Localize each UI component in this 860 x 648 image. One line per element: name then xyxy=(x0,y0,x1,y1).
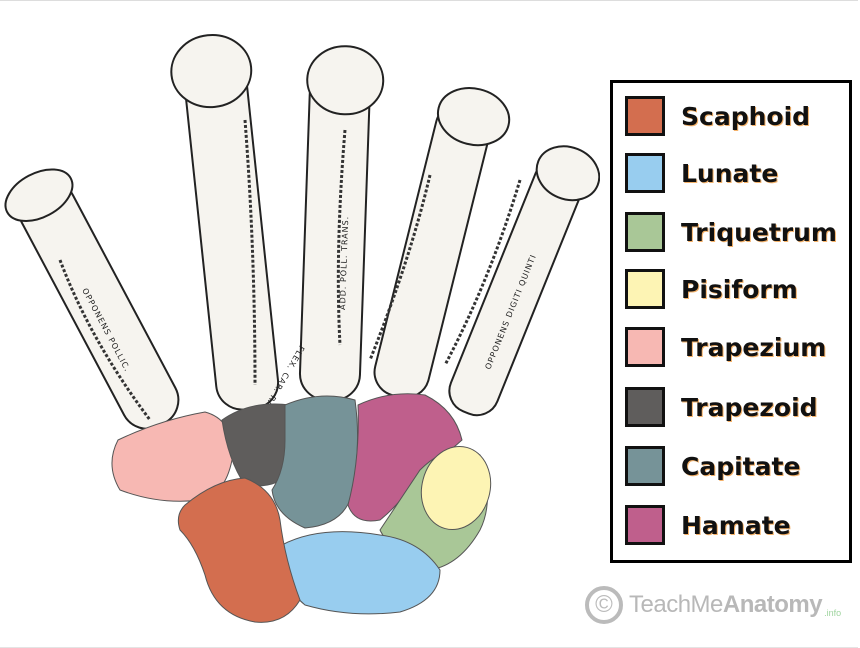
copyright-icon: © xyxy=(585,586,623,624)
legend-item-pisiform: Pisiform xyxy=(625,269,798,309)
watermark: © TeachMeAnatomy .info xyxy=(585,586,841,624)
legend-item-trapezoid: Trapezoid xyxy=(625,387,818,427)
metacarpal-index xyxy=(170,34,280,411)
swatch-scaphoid xyxy=(625,96,665,136)
swatch-trapezoid xyxy=(625,387,665,427)
legend: Scaphoid Lunate Triquetrum Pisiform Trap… xyxy=(610,80,852,563)
pisiform-bone xyxy=(420,445,492,531)
legend-label: Scaphoid xyxy=(681,101,811,131)
legend-item-capitate: Capitate xyxy=(625,446,800,486)
legend-item-triquetrum: Triquetrum xyxy=(625,212,837,252)
swatch-capitate xyxy=(625,446,665,486)
swatch-trapezium xyxy=(625,327,665,367)
legend-label: Hamate xyxy=(681,510,791,540)
legend-label: Triquetrum xyxy=(681,217,837,247)
metacarpal-ring xyxy=(373,87,511,399)
watermark-prefix: TeachMe xyxy=(629,591,723,618)
capitate-bone xyxy=(271,395,359,529)
legend-label: Capitate xyxy=(681,451,801,481)
lunate-bone xyxy=(281,531,441,615)
legend-label: Trapezoid xyxy=(681,392,818,422)
legend-label: Pisiform xyxy=(681,274,798,304)
legend-item-lunate: Lunate xyxy=(625,153,778,193)
metacarpal-middle xyxy=(298,45,385,402)
swatch-triquetrum xyxy=(625,212,665,252)
watermark-suffix: .info xyxy=(824,608,842,618)
metacarpal-thumb xyxy=(4,168,180,430)
watermark-bold: Anatomy xyxy=(722,591,823,618)
swatch-lunate xyxy=(625,153,665,193)
metacarpal-little xyxy=(448,145,600,417)
legend-label: Lunate xyxy=(681,158,779,188)
hand-bones-illustration: OPPONENS POLLIC. FLEX. CAR. RAD. ADD. PO… xyxy=(4,34,600,623)
scaphoid-bone xyxy=(177,477,301,623)
legend-item-trapezium: Trapezium xyxy=(625,327,826,367)
swatch-pisiform xyxy=(625,269,665,309)
legend-item-hamate: Hamate xyxy=(625,505,791,545)
label-add-poll-trans: ADD. POLL. TRANS. xyxy=(338,216,350,310)
swatch-hamate xyxy=(625,505,665,545)
legend-item-scaphoid: Scaphoid xyxy=(625,96,810,136)
legend-label: Trapezium xyxy=(681,332,827,362)
